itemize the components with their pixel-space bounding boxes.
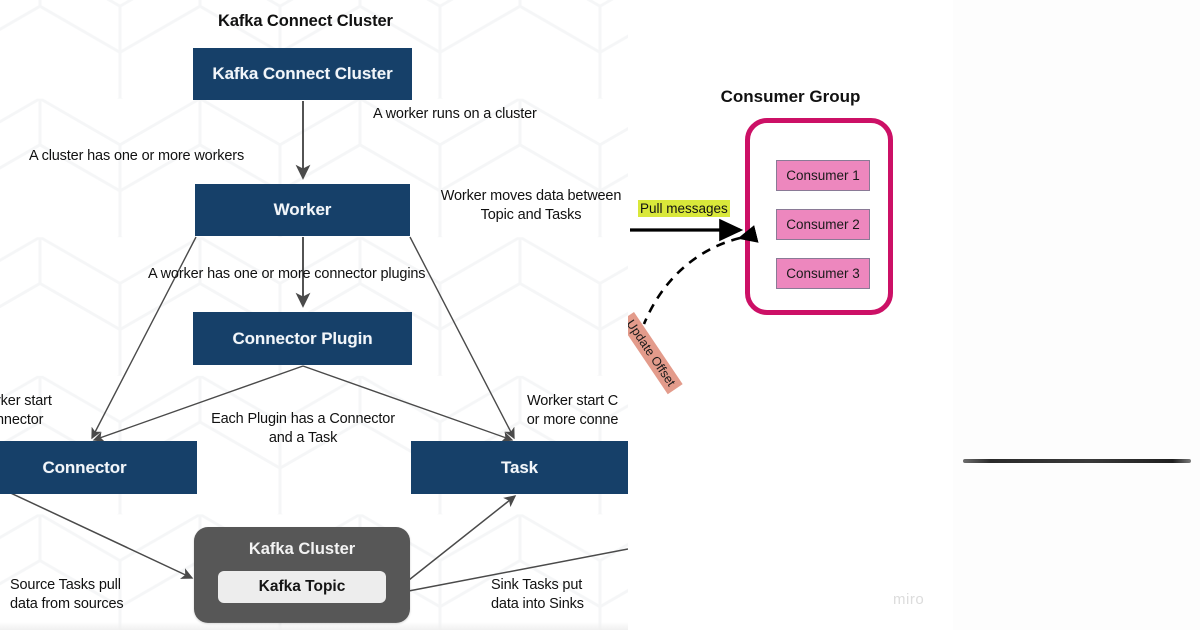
label-worker-start-connectors-right: Worker start C or more conne — [526, 393, 619, 428]
label-cluster-has-workers: A cluster has one or more workers — [29, 148, 245, 164]
label-worker-runs-on-cluster: A worker runs on a cluster — [373, 106, 537, 122]
kafka-cluster-label: Kafka Cluster — [248, 540, 356, 558]
consumer-group-arrows — [630, 218, 759, 325]
consumer-1[interactable]: Consumer 1 — [776, 160, 870, 191]
horizontal-rule-mark — [963, 459, 1191, 463]
label-worker-has-plugins: A worker has one or more connector plugi… — [148, 266, 426, 282]
consumer-group-title: Consumer Group — [720, 87, 861, 106]
node-kafka-topic[interactable]: Kafka Topic — [218, 571, 386, 603]
label-plugin-has-connector-and-task: Each Plugin has a Connector and a Task — [211, 411, 395, 446]
consumer-2[interactable]: Consumer 2 — [776, 209, 870, 240]
label-sink-tasks-put: Sink Tasks put data into Sinks — [491, 577, 584, 612]
node-kafka-cluster[interactable]: Kafka Cluster Kafka Topic — [194, 527, 410, 623]
label-source-tasks-pull: Source Tasks pull data from sources — [10, 577, 124, 612]
label-worker-moves-data: Worker moves data between Topic and Task… — [440, 188, 622, 223]
diagram-title: Kafka Connect Cluster — [218, 12, 393, 30]
node-kafka-connect-cluster[interactable]: Kafka Connect Cluster — [193, 48, 412, 100]
consumer-3[interactable]: Consumer 3 — [776, 258, 870, 289]
diagram-connector-lines — [0, 101, 628, 596]
node-connector-plugin[interactable]: Connector Plugin — [193, 312, 412, 365]
consumer-group-panel: Consumer Group Consumer 1 Consumer 2 Con… — [628, 0, 953, 630]
panel-bottom-edge — [0, 622, 628, 630]
label-worker-start-connector-left: rker start nnector — [0, 393, 52, 428]
pull-messages-label: Pull messages — [638, 200, 730, 217]
consumer-group-container: Consumer 1 Consumer 2 Consumer 3 — [745, 118, 893, 315]
kafka-connect-diagram-panel: Kafka Connect Cluster Kafka Connect Clus… — [0, 0, 628, 630]
node-worker[interactable]: Worker — [195, 184, 410, 236]
node-task[interactable]: Task — [411, 441, 628, 494]
right-side-panel — [953, 0, 1200, 630]
miro-watermark: miro — [893, 591, 925, 608]
node-connector[interactable]: Connector — [0, 441, 197, 494]
